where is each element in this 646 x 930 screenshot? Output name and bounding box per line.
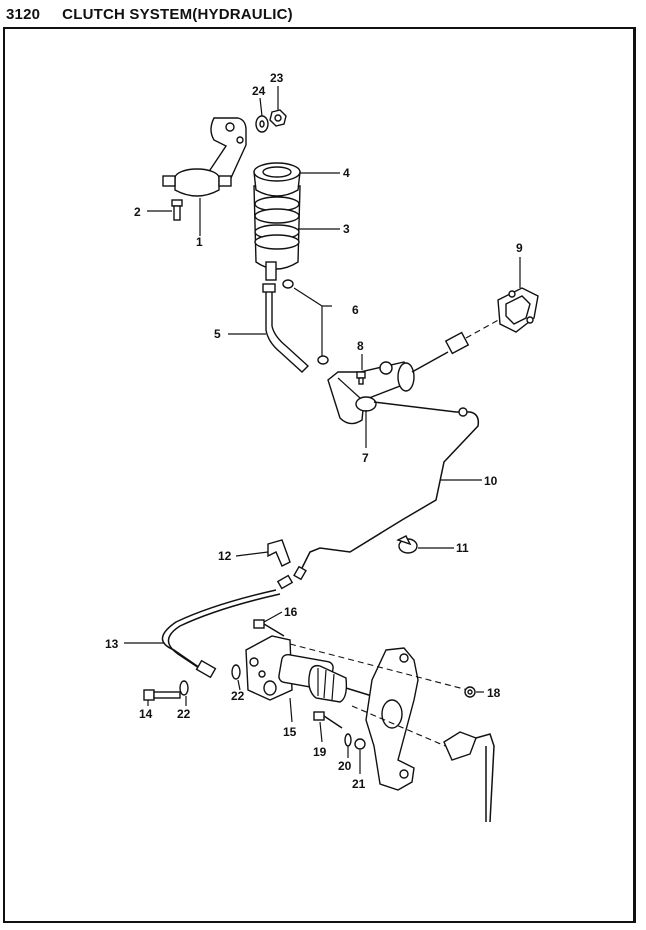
label-3: 3	[343, 222, 350, 236]
label-8: 8	[357, 339, 364, 353]
release-rod	[443, 731, 495, 823]
label-22-right: 22	[231, 689, 245, 703]
hose-clip-upper	[282, 279, 294, 289]
fork-guide-upper	[289, 643, 469, 691]
label-22-left: 22	[177, 707, 191, 721]
bolt-16	[253, 619, 285, 637]
reservoir-cap	[253, 162, 301, 197]
label-6: 6	[352, 303, 359, 317]
label-10: 10	[484, 474, 498, 488]
reservoir-hose	[262, 283, 310, 373]
page-header: 3120 CLUTCH SYSTEM(HYDRAULIC)	[6, 2, 293, 26]
diagram-frame	[3, 27, 636, 923]
bolt-19	[313, 711, 343, 729]
hose-bracket-12	[267, 539, 291, 567]
label-13: 13	[105, 637, 119, 651]
flexible-hose	[161, 574, 294, 679]
gasket-9	[497, 287, 539, 333]
label-4: 4	[343, 166, 350, 180]
release-fork-plate	[365, 647, 419, 791]
fork-guide-lower	[351, 705, 451, 749]
label-9: 9	[516, 241, 523, 255]
label-12: 12	[218, 549, 232, 563]
label-14: 14	[139, 707, 153, 721]
pipe-clip-11	[396, 535, 418, 554]
master-pushrod	[411, 331, 470, 373]
label-20: 20	[338, 759, 352, 773]
page-title: CLUTCH SYSTEM(HYDRAULIC)	[62, 5, 293, 23]
washer-22-right	[231, 664, 241, 680]
label-7: 7	[362, 451, 369, 465]
pushrod-guide-line	[465, 317, 503, 339]
label-2: 2	[134, 205, 141, 219]
clutch-master-cylinder	[327, 361, 415, 425]
washer-24	[255, 115, 269, 133]
nut-18	[464, 686, 476, 698]
label-1: 1	[196, 235, 203, 249]
nut-21	[354, 738, 366, 750]
leader-lines	[124, 86, 521, 774]
bolt-14	[143, 689, 181, 701]
label-23: 23	[270, 71, 284, 85]
label-18: 18	[487, 686, 501, 700]
clutch-pipe	[293, 401, 480, 581]
label-16: 16	[284, 605, 298, 619]
leader-6-branches	[293, 287, 332, 356]
label-24: 24	[252, 84, 266, 98]
reservoir-tank	[253, 185, 301, 281]
bolt-8	[356, 371, 366, 385]
bolt-2	[171, 199, 183, 221]
clutch-release-cylinder	[245, 635, 373, 703]
hose-clip-lower	[317, 355, 329, 365]
reservoir-bracket	[162, 117, 247, 197]
section-number: 3120	[6, 5, 41, 23]
washer-22-left	[179, 680, 189, 696]
label-11: 11	[456, 541, 469, 555]
washer-20	[344, 733, 352, 747]
label-15: 15	[283, 725, 297, 739]
nut-23	[269, 109, 287, 127]
label-19: 19	[313, 745, 327, 759]
label-21: 21	[352, 777, 366, 791]
label-5: 5	[214, 327, 221, 341]
